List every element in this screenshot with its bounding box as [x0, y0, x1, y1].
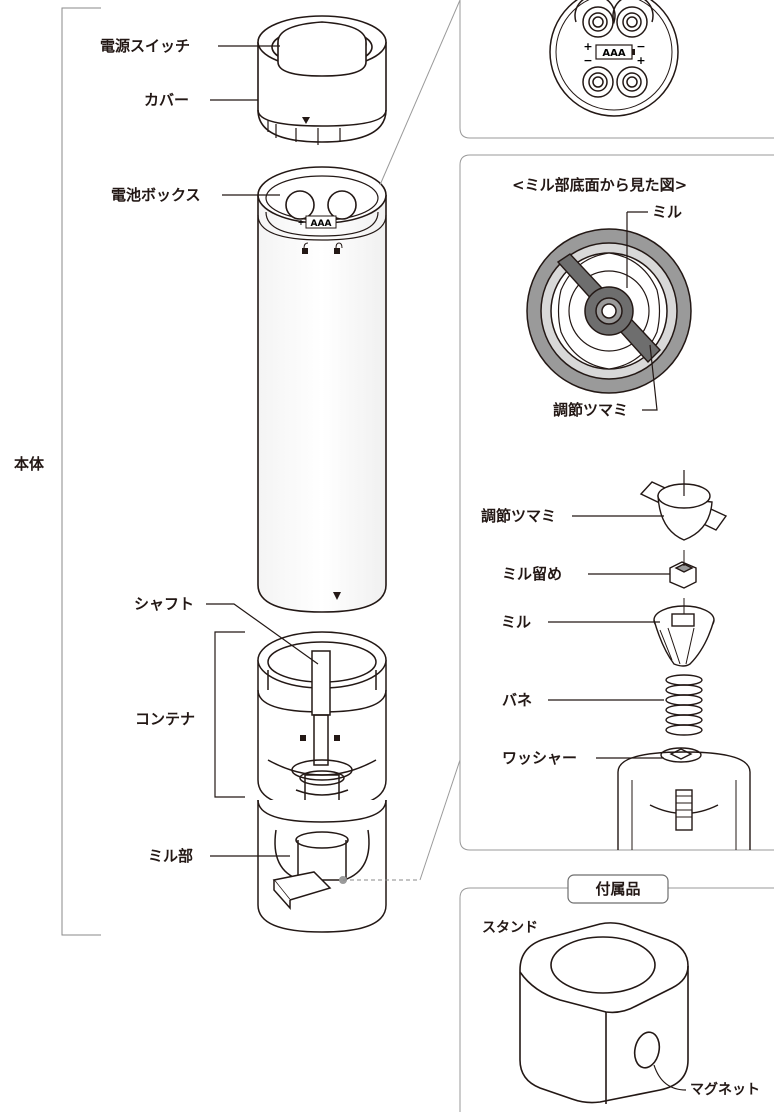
battery-top-minus-1: − [583, 54, 592, 67]
main-body-bracket [61, 7, 101, 936]
mill-bottom-view [526, 228, 692, 394]
label-mill-section: ミル部 [148, 847, 194, 865]
panel-battery-frame [459, 0, 774, 139]
label-ex-stopper: ミル留め [502, 565, 563, 583]
leader-bottom-knob [642, 344, 658, 411]
stand [519, 922, 689, 1104]
label-container: コンテナ [135, 710, 196, 728]
label-power-switch: 電源スイッチ [100, 37, 191, 55]
battery-box-text: AAA [311, 219, 332, 229]
label-stand: スタンド [482, 920, 538, 936]
label-ex-knob: 調節ツマミ [481, 507, 557, 525]
battery-top-text: AAA [602, 48, 625, 59]
container-bracket [214, 631, 245, 798]
mill-section [257, 799, 387, 933]
battery-plus: + [298, 218, 305, 227]
leader-shaft [206, 603, 319, 665]
leader-bottom-mill [626, 211, 648, 288]
label-ex-washer: ワッシャー [502, 749, 578, 767]
label-ex-mill: ミル [501, 613, 532, 631]
main-cylinder [257, 166, 387, 613]
label-main-body: 本体 [14, 455, 45, 473]
exploded-parts [617, 470, 751, 850]
label-bottom-knob: 調節ツマミ [553, 401, 629, 419]
label-cover: カバー [144, 91, 190, 109]
label-accessories-title: 付属品 [595, 880, 641, 898]
label-battery-box: 電池ボックス [111, 186, 201, 204]
zoom-line-top [379, 0, 461, 186]
label-bottom-view-title: <ミル部底面から見た図> [512, 176, 688, 194]
battery-top-plus-2: + [636, 54, 645, 67]
zoom-line-bottom [419, 759, 461, 881]
container [257, 631, 387, 809]
panel-acc-frame [459, 887, 774, 1112]
panel-mill-frame [459, 154, 774, 851]
battery-top-view [549, 0, 679, 117]
battery-top-minus-2: − [636, 40, 645, 53]
label-magnet: マグネット [690, 1082, 760, 1098]
label-bottom-mill: ミル [652, 203, 683, 221]
cap-cover [257, 15, 387, 145]
battery-top-plus-1: + [583, 40, 592, 53]
label-shaft: シャフト [134, 595, 195, 613]
label-ex-spring: バネ [502, 691, 533, 709]
acc-title-box [567, 874, 669, 904]
leader-magnet [653, 1064, 687, 1091]
